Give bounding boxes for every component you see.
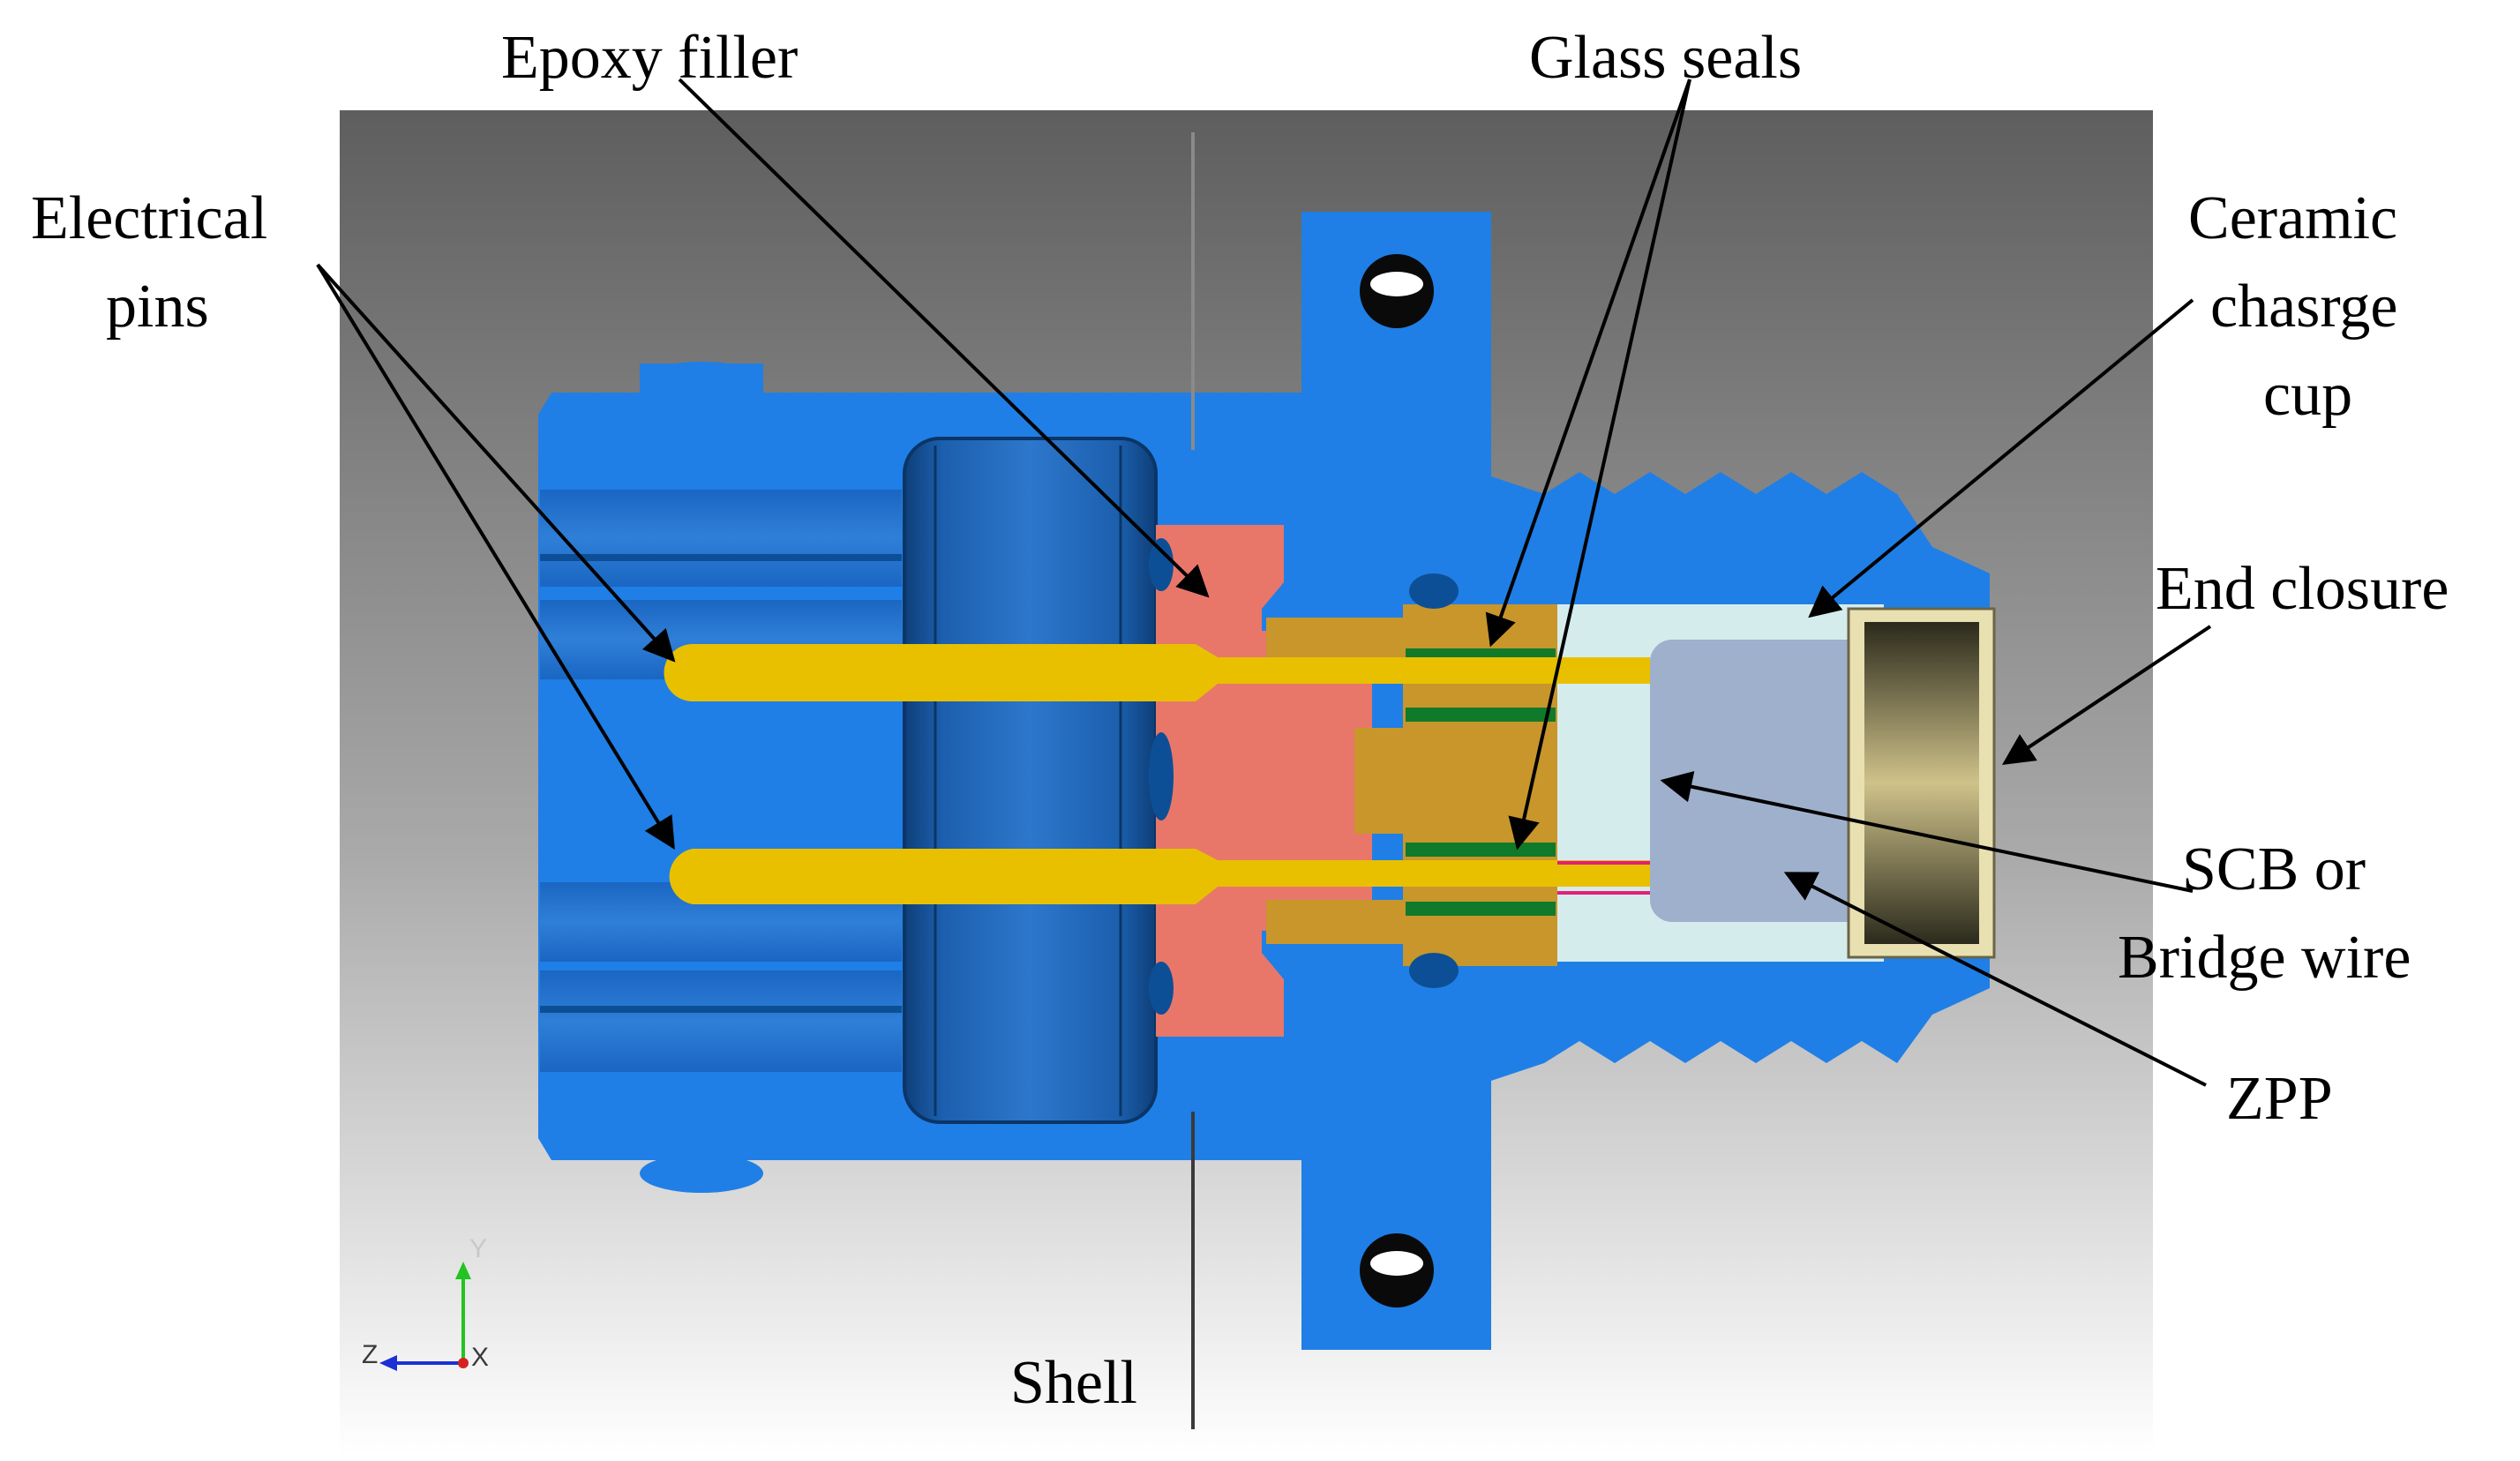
label-end-closure: End closure (2156, 555, 2449, 623)
label-electrical-pins-line1: Electrical (31, 184, 267, 252)
connector-insert (903, 437, 1158, 1124)
header-body-lower (1266, 900, 1403, 944)
shell-lug-bottom (640, 1154, 763, 1193)
leader-lines (316, 78, 2212, 1087)
mounting-hole-top-ring (1370, 272, 1423, 296)
label-scb-line2: Bridge wire (2118, 924, 2411, 992)
label-ceramic-line3: cup (2263, 361, 2352, 429)
label-zpp: ZPP (2226, 1065, 2333, 1133)
leader-glass-seals-upper (1485, 79, 1691, 648)
label-ceramic-line2: chasrge (2210, 273, 2398, 341)
electrical-pin-lower (669, 849, 1650, 904)
y-axis-head (455, 1262, 471, 1279)
leader-ceramic-cup (1808, 298, 2194, 618)
mounting-hole-bottom-ring (1370, 1251, 1423, 1276)
leader-zpp (1783, 872, 2207, 1087)
label-shell: Shell (1010, 1349, 1137, 1417)
x-axis-origin (458, 1358, 469, 1368)
label-electrical-pins-line2: pins (106, 273, 209, 341)
end-closure-inner (1864, 622, 1979, 944)
header-rim-bottom (1409, 953, 1459, 988)
label-glass-seals: Glass seals (1529, 24, 1802, 92)
leader-electrical-pins-upper (316, 263, 676, 663)
leader-end-closure (2002, 625, 2212, 765)
leader-epoxy-filler (678, 78, 1210, 598)
label-scb-line1: SCB or (2182, 835, 2366, 903)
header-center-block (1354, 728, 1557, 834)
axis-triad: Y Z X (362, 1234, 489, 1372)
y-axis-label: Y (469, 1234, 487, 1263)
leader-electrical-pins-lower (316, 263, 675, 850)
label-ceramic-line1: Ceramic (2188, 184, 2397, 252)
z-axis-label: Z (362, 1340, 378, 1369)
x-axis-label: X (471, 1343, 489, 1372)
epoxy-nub (1149, 538, 1174, 591)
epoxy-nub (1149, 962, 1174, 1015)
label-epoxy-filler: Epoxy filler (501, 24, 798, 92)
epoxy-nub (1149, 732, 1174, 820)
zpp-charge (1650, 640, 1884, 922)
leader-glass-seals-lower (1508, 79, 1691, 850)
shell-lug-top-body (640, 363, 763, 399)
z-axis-head (379, 1355, 397, 1371)
electrical-pin-upper (664, 644, 1650, 701)
header-body-upper (1266, 618, 1403, 662)
header-rim-top (1409, 573, 1459, 609)
leader-scb (1660, 770, 2194, 893)
